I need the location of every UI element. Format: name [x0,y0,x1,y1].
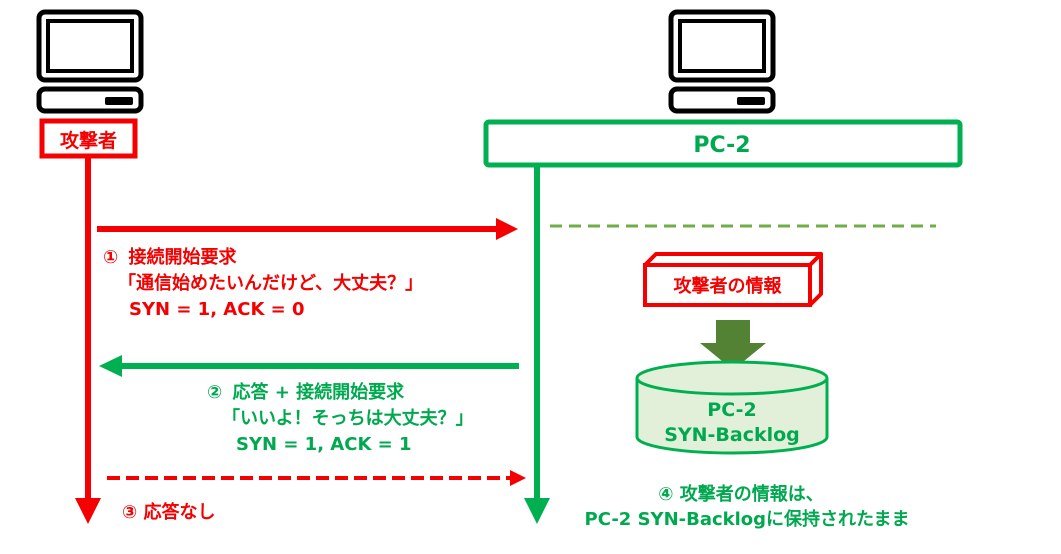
step2-flags: SYN = 1, ACK = 1 [236,434,412,455]
pc2-label: PC-2 [693,133,750,158]
step2-arrow [99,355,519,377]
step1-label: ① 接続開始要求 「通信始めたいんだけど、大丈夫？」 SYN = 1, ACK … [103,246,423,320]
pc2-timeline [524,167,550,524]
svg-text:② 応答 + 接続開始要求: ② 応答 + 接続開始要求 [207,381,405,403]
step2-quote: 「いいよ！そっちは大丈夫？」 [222,407,474,429]
step1-title: 接続開始要求 [129,246,238,268]
attacker-label-box: 攻撃者 [39,118,138,159]
step2-title: 応答 + 接続開始要求 [233,381,406,403]
step1-arrow [97,218,518,240]
step2-label: ② 応答 + 接続開始要求 「いいよ！そっちは大丈夫？」 SYN = 1, AC… [207,381,474,455]
store-arrow-icon [700,320,766,370]
pc2-label-box: PC-2 [483,119,963,168]
attacker-timeline [75,158,101,524]
pc2-computer-icon [668,9,776,114]
backlog-line2: SYN-Backlog [664,424,800,446]
step3-arrow [107,470,526,486]
step1-number: ① [103,247,118,268]
step4-line2: PC-2 SYN-Backlogに保持されたまま [585,508,910,530]
attacker-info-label: 攻撃者の情報 [674,275,783,297]
step3-label: ③ 応答なし [122,501,216,523]
step1-flags: SYN = 1, ACK = 0 [129,299,305,320]
step4-note: ④ 攻撃者の情報は、 PC-2 SYN-Backlogに保持されたまま [585,483,910,530]
attacker-computer-icon [36,9,144,114]
step3-title: 応答なし [144,501,216,523]
attacker-info-box: 攻撃者の情報 [643,252,823,307]
attacker-label: 攻撃者 [60,129,117,152]
svg-text:① 接続開始要求: ① 接続開始要求 [103,246,238,268]
backlog-line1: PC-2 [707,399,756,421]
step4-line1: ④ 攻撃者の情報は、 [658,483,824,505]
step3-number: ③ [122,502,137,523]
step2-number: ② [207,382,222,403]
step1-quote: 「通信始めたいんだけど、大丈夫？」 [118,272,423,294]
syn-backlog-database: PC-2 SYN-Backlog [635,360,829,455]
